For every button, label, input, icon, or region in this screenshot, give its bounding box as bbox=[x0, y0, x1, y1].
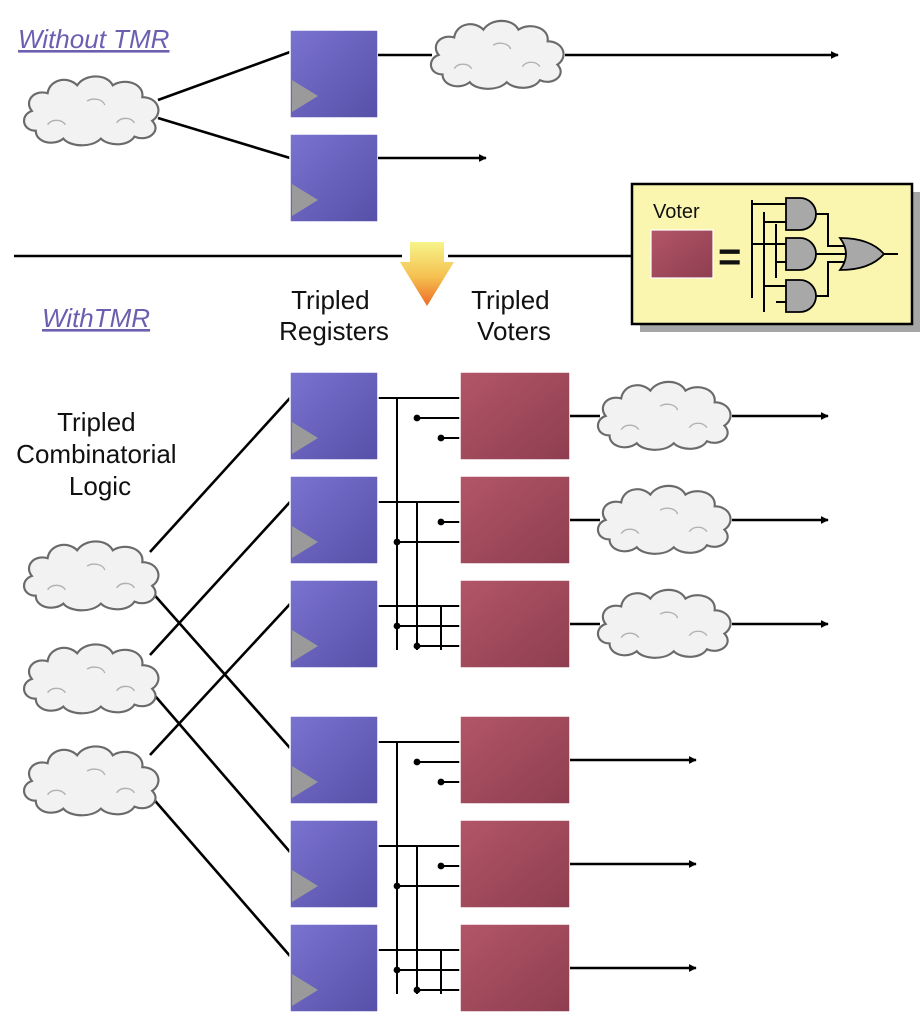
junction-dot bbox=[413, 758, 421, 766]
voter-icon bbox=[459, 715, 571, 805]
clock-triangle-icon bbox=[292, 422, 318, 454]
junction-dot bbox=[437, 434, 445, 442]
equals-sign: = bbox=[718, 235, 741, 279]
and-gate-icon bbox=[785, 197, 817, 231]
wire bbox=[149, 501, 291, 656]
down-arrow-icon bbox=[400, 242, 454, 306]
label-tripled-voters: Tripled Voters bbox=[471, 285, 557, 346]
cloud-icon bbox=[429, 19, 565, 90]
cloud-icon bbox=[596, 484, 732, 555]
clock-triangle-icon bbox=[292, 766, 318, 798]
junction-dot bbox=[437, 778, 445, 786]
junction-dot bbox=[393, 882, 401, 890]
cloud-icon bbox=[22, 745, 160, 817]
cloud-icon bbox=[596, 380, 732, 451]
wire bbox=[149, 397, 291, 553]
register-icon bbox=[289, 29, 379, 119]
voter-legend-box: Voter = bbox=[630, 182, 920, 332]
wire bbox=[149, 603, 291, 756]
register-icon bbox=[289, 133, 379, 223]
clock-triangle-icon bbox=[292, 870, 318, 902]
and-gate-icon bbox=[785, 237, 817, 271]
clock-triangle-icon bbox=[292, 630, 318, 662]
wire bbox=[157, 50, 291, 102]
voter-icon bbox=[459, 923, 571, 1013]
cloud-icon bbox=[596, 588, 732, 659]
tmr-groups bbox=[289, 371, 829, 1013]
wire bbox=[816, 213, 844, 247]
heading-without-tmr: Without TMR bbox=[18, 24, 169, 54]
label-tripled-logic: Tripled Combinatorial Logic bbox=[16, 407, 184, 501]
label-tripled-registers: Tripled Registers bbox=[279, 285, 389, 346]
and-gate-icon bbox=[785, 279, 817, 313]
junction-dot bbox=[393, 966, 401, 974]
wire bbox=[149, 689, 291, 853]
wire bbox=[157, 116, 291, 160]
voter-icon bbox=[459, 475, 571, 565]
junction-dot bbox=[413, 414, 421, 422]
junction-dot bbox=[437, 862, 445, 870]
voter-legend-title: Voter bbox=[653, 201, 700, 223]
heading-with-tmr: WithTMR bbox=[42, 303, 150, 333]
clock-triangle-icon bbox=[292, 974, 318, 1006]
junction-dot bbox=[413, 986, 421, 994]
voter-icon bbox=[459, 819, 571, 909]
clock-triangle-icon bbox=[292, 526, 318, 558]
voter-icon bbox=[650, 229, 714, 279]
voter-icon bbox=[459, 579, 571, 669]
junction-dot bbox=[413, 642, 421, 650]
cloud-icon bbox=[22, 540, 160, 612]
logic-fanout-wires bbox=[149, 397, 291, 957]
junction-dot bbox=[393, 538, 401, 546]
junction-dot bbox=[393, 622, 401, 630]
or-gate-icon bbox=[838, 237, 886, 271]
cloud-icon bbox=[22, 643, 160, 715]
without-tmr-section bbox=[22, 19, 839, 223]
wire bbox=[816, 261, 844, 297]
voter-icon bbox=[459, 371, 571, 461]
wire bbox=[149, 589, 291, 749]
wire bbox=[149, 794, 291, 957]
cloud-icon bbox=[22, 75, 160, 147]
junction-dot bbox=[437, 518, 445, 526]
